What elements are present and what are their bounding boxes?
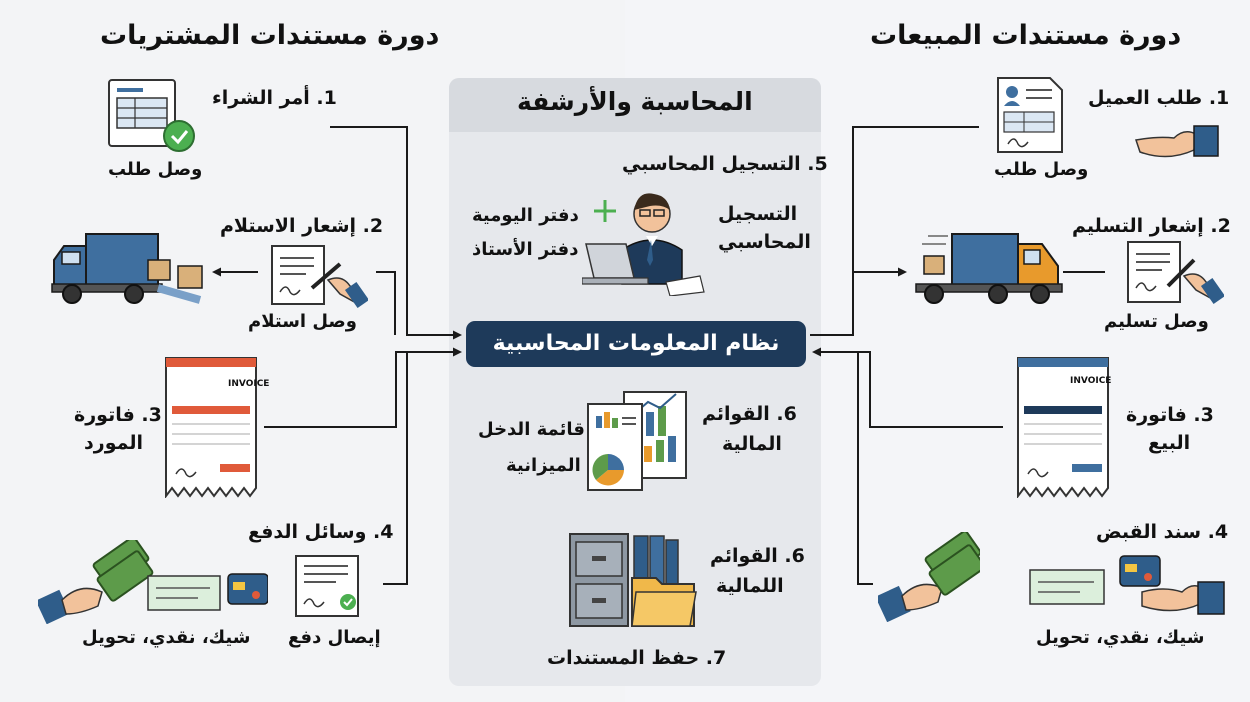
payment-methods-caption: شيك، نقدي، تحويل <box>82 627 251 648</box>
payment-receipt-icon <box>295 555 359 617</box>
wire-receipt-voucher <box>857 352 873 585</box>
payment-receipt-caption: إيصال دفع <box>288 627 381 648</box>
accounting-system-box <box>466 321 806 367</box>
supplier-invoice-word: INVOICE <box>228 379 270 389</box>
accounting-system-label: نظام المعلومات المحاسبية <box>492 331 780 356</box>
supplier-invoice-title-2: المورد <box>84 432 143 454</box>
statements-title-2: المالية <box>722 433 782 455</box>
purchase-form-icon <box>108 79 195 152</box>
center-title: المحاسبة والأرشفة <box>517 87 753 116</box>
sales-invoice-title-2: البيع <box>1148 432 1191 454</box>
customer-order-caption: وصل طلب <box>994 159 1089 180</box>
wire-sales-invoice <box>812 347 1003 428</box>
accountant-icon <box>582 193 705 296</box>
sales-invoice-word: INVOICE <box>1070 376 1112 386</box>
income-statement-label: قائمة الدخل <box>478 419 585 440</box>
customer-order-title: 1. طلب العميل <box>1088 87 1230 109</box>
purchases-title: دورة مستندات المشتريات <box>100 20 440 51</box>
plus-icon <box>594 200 616 222</box>
supplier-invoice-title-1: 3. فاتورة <box>74 404 162 426</box>
check-card-hand-icon <box>1029 555 1225 615</box>
receipt-voucher-title: 4. سند القبض <box>1096 521 1229 543</box>
accounting-panel-header <box>449 78 821 132</box>
journal-label: دفتر اليومية <box>472 205 579 226</box>
purchase-order-title: 1. أمر الشراء <box>212 87 337 109</box>
recording-right-1: التسجيل <box>718 203 798 225</box>
archive-title-1: 6. القوائم <box>710 545 805 567</box>
open-hand-icon <box>1135 125 1219 158</box>
signed-note-icon <box>271 245 368 308</box>
archive-footer: 7. حفظ المستندات <box>547 647 727 669</box>
ledger-label: دفتر الأستاذ <box>472 239 579 260</box>
recording-right-2: المحاسبي <box>718 231 811 253</box>
wire-purchase-order <box>330 126 462 340</box>
customer-form-icon <box>997 77 1063 153</box>
statements-title-1: 6. القوائم <box>702 403 797 425</box>
balance-sheet-label: الميزانية <box>506 455 581 476</box>
receipt-voucher-caption: شيك، نقدي، تحويل <box>1036 627 1205 648</box>
delivery-note-icon <box>1127 241 1224 305</box>
sales-truck-icon <box>915 233 1063 304</box>
wire-sales-out <box>810 126 979 336</box>
sales-invoice-icon <box>1017 357 1109 498</box>
payment-methods-title: 4. وسائل الدفع <box>248 521 394 543</box>
wire-receipt-notice-in <box>376 271 396 335</box>
wire-payment <box>383 352 408 585</box>
delivery-notice-title: 2. إشعار التسليم <box>1072 215 1231 237</box>
sales-title: دورة مستندات المبيعات <box>870 20 1182 51</box>
cash-hand-icon <box>878 532 980 622</box>
receipt-notice-caption: وصل استلام <box>248 311 357 332</box>
supplier-invoice-icon <box>165 357 257 498</box>
payment-methods-icon <box>38 540 268 624</box>
recording-title: 5. التسجيل المحاسبي <box>622 153 828 175</box>
receipt-notice-title: 2. إشعار الاستلام <box>220 215 384 237</box>
delivery-notice-caption: وصل تسليم <box>1104 311 1209 332</box>
wire-supplier-invoice <box>264 347 462 428</box>
delivery-truck-icon <box>51 233 203 304</box>
financial-reports-icon <box>587 391 687 491</box>
archive-title-2: اللمالية <box>716 575 784 597</box>
sales-invoice-title-1: 3. فاتورة <box>1126 404 1214 426</box>
purchase-order-caption: وصل طلب <box>108 159 203 180</box>
filing-cabinet-icon <box>569 533 697 627</box>
